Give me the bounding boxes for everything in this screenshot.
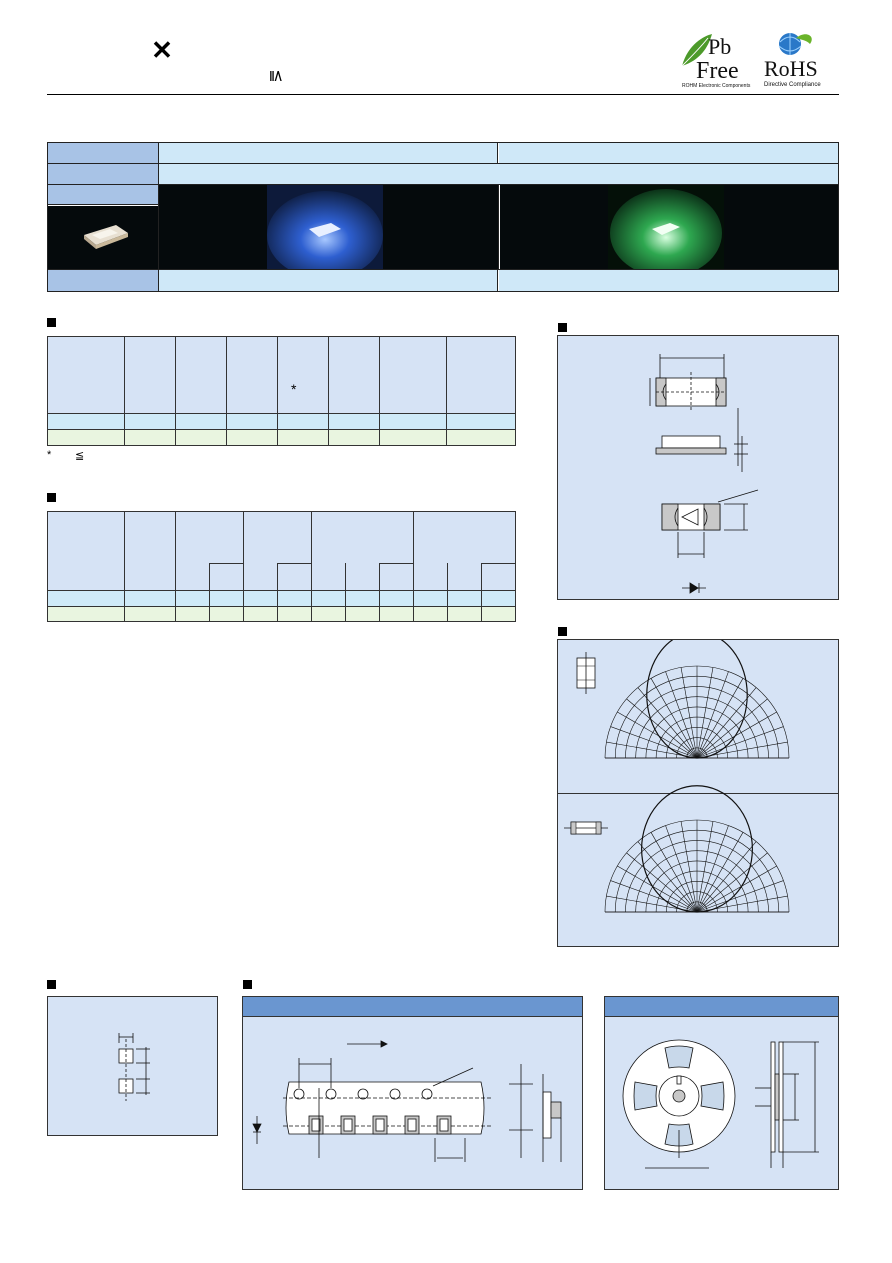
reel-drawing [622, 1039, 819, 1169]
section-marker [558, 627, 567, 636]
product-photo-row [48, 185, 838, 270]
svg-text:ROHM Electronic Components: ROHM Electronic Components [682, 83, 751, 89]
product-label-cell [48, 164, 159, 184]
footnote-leq: ≦ [75, 450, 85, 462]
package-dimension-drawing [649, 354, 759, 594]
section-marker [47, 493, 56, 502]
svg-text:Directive Compliance: Directive Compliance [764, 82, 821, 88]
pb-free-logo: Pb Free ROHM Electronic Components [678, 30, 756, 90]
svg-text:RoHS: RoHS [764, 56, 818, 81]
land-pattern-drawing [118, 1033, 150, 1101]
product-label-cell [48, 270, 159, 291]
land-pattern-panel [47, 996, 218, 1136]
product-row-1 [48, 143, 838, 164]
blue-led-photo [159, 185, 499, 269]
tape-panel-header [243, 997, 582, 1017]
reel-panel [604, 996, 839, 1190]
product-table [47, 142, 839, 292]
product-label-cell [48, 143, 159, 163]
svg-text:Free: Free [696, 58, 739, 84]
product-cell-blue [159, 143, 498, 163]
product-thumb-cell [48, 185, 159, 269]
header-rule [47, 94, 839, 95]
section-marker [558, 323, 567, 332]
characteristics-table [47, 511, 516, 622]
product-row-4 [48, 270, 838, 291]
section-marker [47, 318, 56, 327]
product-cell-blue [159, 270, 498, 291]
less-equal-symbol: ≦ [267, 69, 285, 83]
polar-chart-2 [604, 785, 790, 913]
led-package-image [84, 225, 128, 249]
product-cell-green [499, 270, 838, 291]
tape-panel [242, 996, 583, 1190]
footnote-star: * [47, 449, 52, 461]
polar-chart-1 [604, 640, 790, 759]
dimensions-panel [557, 335, 839, 600]
multiply-symbol: ✕ [151, 35, 173, 65]
reel-panel-header [605, 997, 838, 1017]
product-cell-green [499, 143, 838, 163]
section-marker [243, 980, 252, 989]
rohs-logo: RoHS Directive Compliance [760, 30, 840, 90]
product-cell-span [159, 164, 838, 184]
product-row-2 [48, 164, 838, 185]
section-marker [47, 980, 56, 989]
tape-drawing [252, 1040, 562, 1162]
directivity-polar-charts [564, 640, 790, 913]
green-led-photo [500, 185, 838, 269]
ratings-table: * [47, 336, 516, 446]
directivity-panel [557, 639, 839, 947]
svg-text:Pb: Pb [708, 34, 731, 59]
asterisk-mark: * [291, 381, 297, 397]
